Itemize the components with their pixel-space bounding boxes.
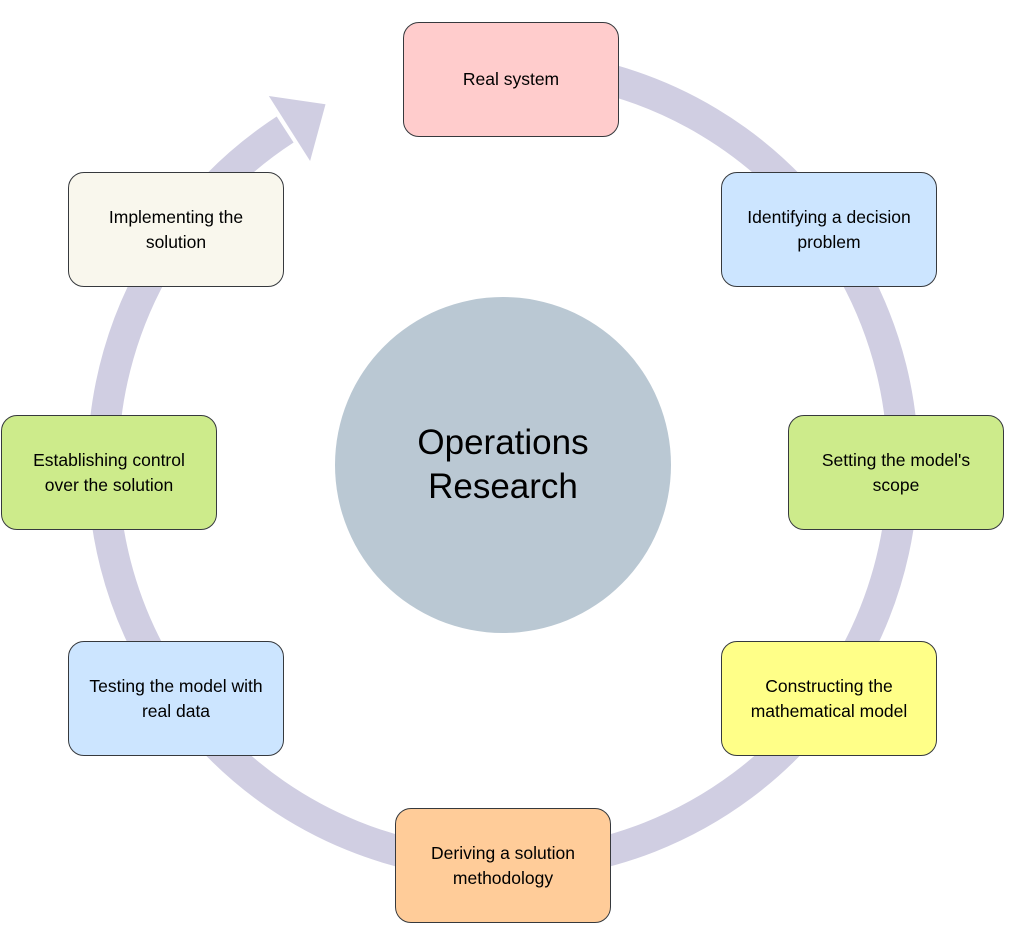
step-implementing-solution: Implementing the solution (68, 172, 284, 287)
step-deriving-solution: Deriving a solution methodology (395, 808, 611, 923)
step-testing-model: Testing the model with real data (68, 641, 284, 756)
step-label: Identifying a decision (747, 206, 911, 227)
step-label: Constructing the (765, 675, 893, 696)
center-title-line: Research (428, 467, 578, 506)
step-label: scope (872, 474, 920, 495)
step-label: Deriving a solution (431, 842, 575, 863)
step-label: solution (145, 231, 207, 252)
step-label: Establishing control (33, 449, 185, 470)
step-label: mathematical model (750, 700, 908, 721)
step-label: real data (141, 700, 211, 721)
step-label: Implementing the (108, 206, 244, 227)
center-circle-operations-research: Operations Research (335, 297, 671, 633)
cycle-arrowhead (268, 96, 326, 162)
step-constructing-model: Constructing the mathematical model (721, 641, 937, 756)
center-title-line: Operations (417, 423, 589, 462)
step-label: Real system (462, 69, 560, 89)
step-setting-model-scope: Setting the model's scope (788, 415, 1004, 530)
step-identifying-decision-problem: Identifying a decision problem (721, 172, 937, 287)
step-label: Setting the model's (821, 449, 971, 470)
step-label: problem (797, 231, 861, 252)
step-label: Testing the model with (89, 675, 263, 696)
step-establishing-control: Establishing control over the solution (1, 415, 217, 530)
step-real-system: Real system (403, 22, 619, 137)
step-label: over the solution (44, 474, 174, 495)
step-label: methodology (452, 867, 554, 888)
